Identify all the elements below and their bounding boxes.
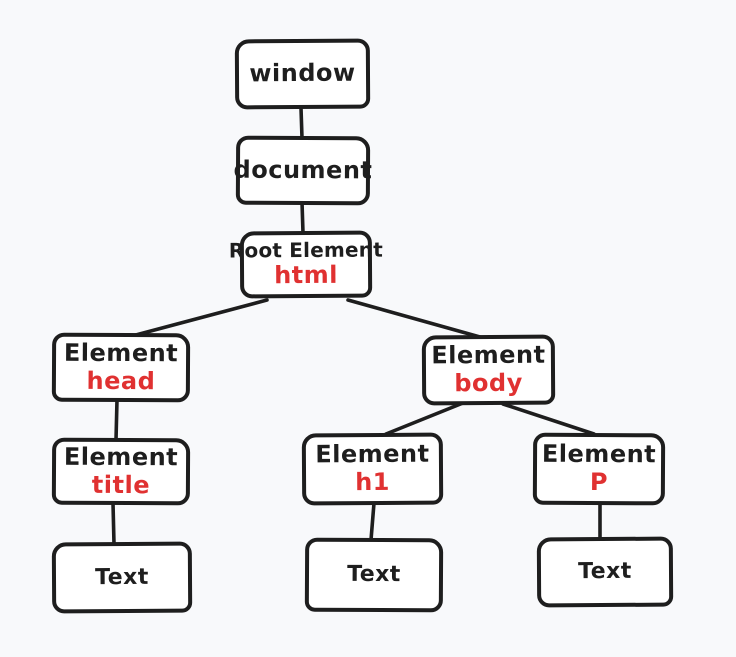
node-text-under-title: Text xyxy=(51,541,193,614)
node-p-tagname: P xyxy=(589,467,609,497)
node-element-body: Element body xyxy=(421,334,556,406)
node-title-label: Element xyxy=(63,442,179,472)
node-h1-label: Element xyxy=(315,440,430,469)
node-document-label: document xyxy=(233,155,373,185)
connector-html-head xyxy=(130,298,269,338)
node-p-label: Element xyxy=(541,440,657,469)
node-text-title-label: Text xyxy=(95,564,149,591)
node-title-tagname: title xyxy=(91,470,151,499)
connector-document-html xyxy=(300,200,305,235)
connector-h1-text xyxy=(369,501,376,542)
connector-head-title xyxy=(114,398,119,442)
node-text-under-p: Text xyxy=(536,536,674,608)
node-text-under-h1: Text xyxy=(304,537,444,613)
node-element-title: Element title xyxy=(51,437,191,506)
node-document: document xyxy=(233,135,373,206)
node-element-head: Element head xyxy=(51,332,191,403)
node-element-h1: Element h1 xyxy=(301,432,444,506)
node-html-tagname: html xyxy=(274,261,339,290)
node-head-tagname: head xyxy=(86,366,156,395)
connector-title-text xyxy=(111,501,116,546)
node-root-element-html: Root Element html xyxy=(229,230,383,299)
node-text-h1-label: Text xyxy=(347,562,401,588)
connector-body-p xyxy=(501,402,596,436)
node-h1-tagname: h1 xyxy=(355,467,391,497)
node-head-label: Element xyxy=(63,338,179,368)
node-window-label: window xyxy=(249,58,356,88)
node-text-p-label: Text xyxy=(578,559,632,585)
node-html-label: Root Element xyxy=(228,237,384,263)
connector-html-body xyxy=(346,298,482,339)
connector-body-h1 xyxy=(384,401,465,436)
connector-window-document xyxy=(299,106,304,140)
node-element-p: Element P xyxy=(532,432,666,506)
node-window: window xyxy=(234,38,371,110)
node-body-tagname: body xyxy=(454,368,523,398)
node-body-label: Element xyxy=(431,341,546,370)
